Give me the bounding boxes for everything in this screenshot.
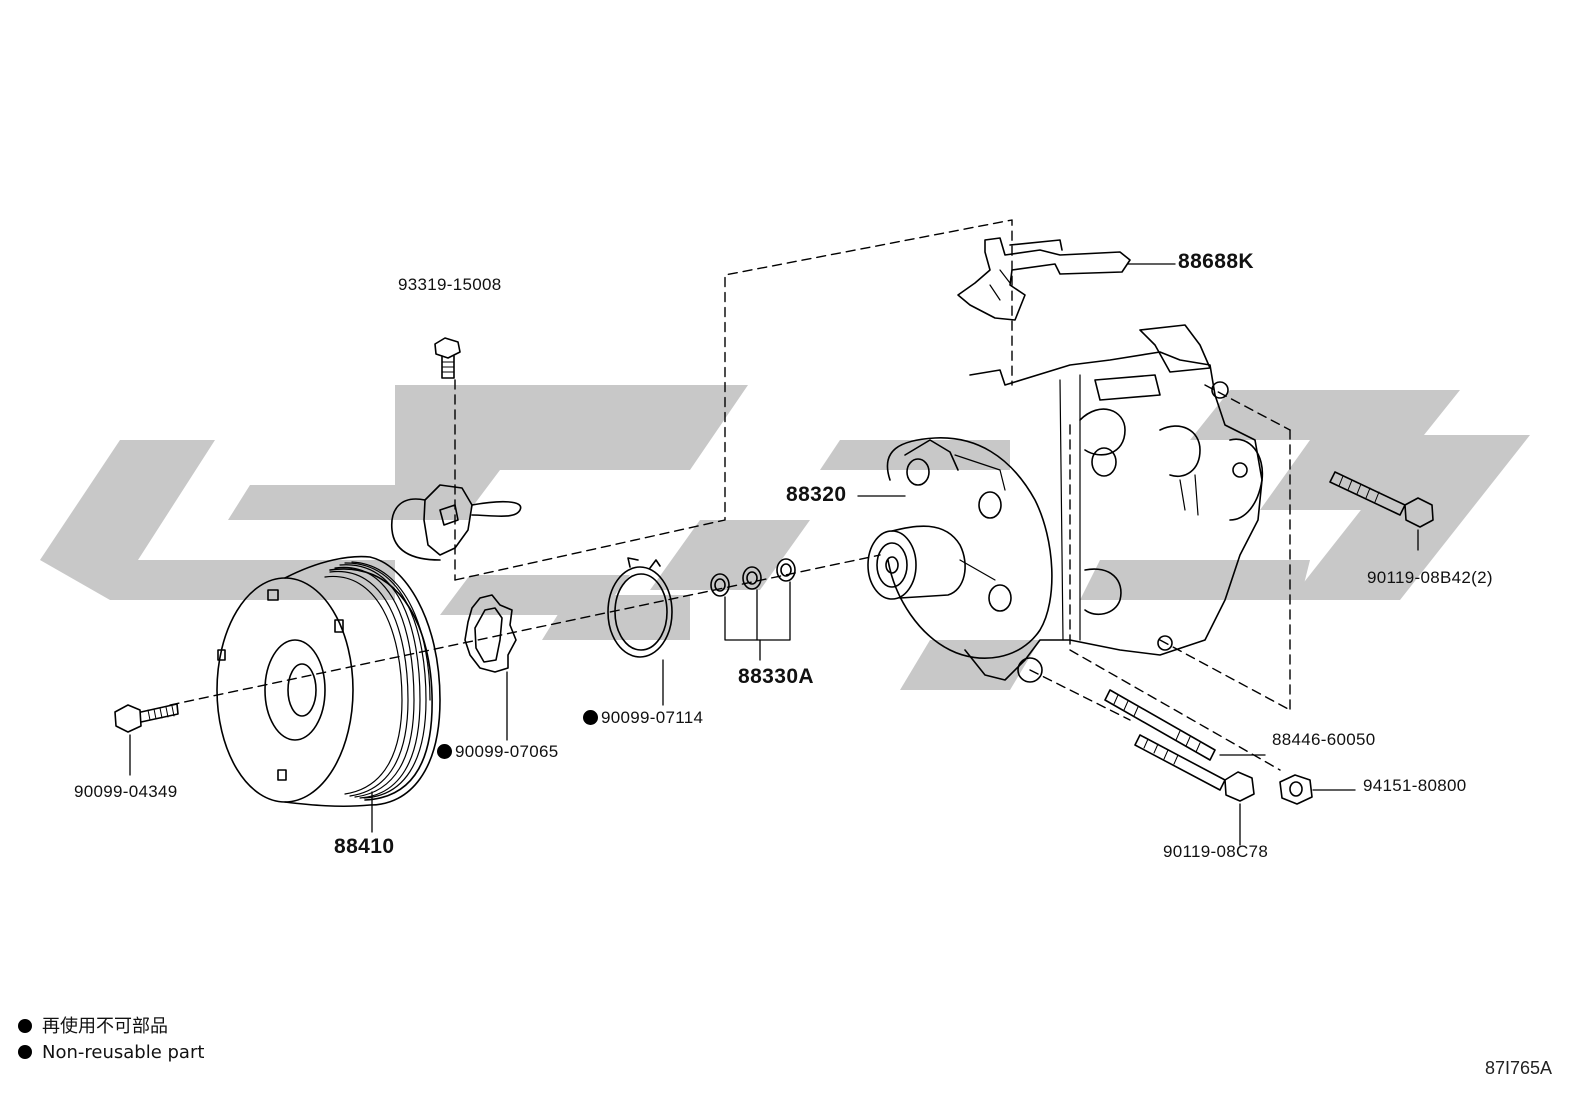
- part-label-lower-bolt[interactable]: 90119-08C78: [1163, 842, 1269, 861]
- part-label-nut[interactable]: 94151-80800: [1363, 776, 1467, 795]
- legend-en: Non-reusable part: [18, 1042, 204, 1064]
- legend-dot: [18, 1019, 32, 1033]
- part-label-upper-bolt[interactable]: 90119-08B42(2): [1367, 568, 1493, 587]
- part-label-stud[interactable]: 88446-60050: [1272, 730, 1376, 749]
- leader-lines: [129, 263, 1176, 833]
- coil-screw-drawing: [434, 337, 461, 379]
- part-label-compressor[interactable]: 88320: [786, 483, 847, 506]
- part-label-pulley-bolt[interactable]: 90099-04349: [74, 782, 178, 801]
- lower-bolt-drawing: [1134, 734, 1255, 846]
- pulley-bolt-drawing: [114, 703, 179, 733]
- diagram-code: 87I765A: [1484, 1058, 1552, 1078]
- bracket-drawing: [957, 237, 1131, 321]
- snap-ring-clutch-drawing: [464, 594, 517, 673]
- field-coil-connector-drawing: [391, 484, 522, 561]
- compressor-drawing: [867, 324, 1264, 683]
- part-label-snap-ring-shaft[interactable]: 90099-07114: [583, 708, 703, 728]
- shims-drawing: [710, 558, 796, 641]
- legend-cn: 再使用不可部品: [18, 1016, 168, 1038]
- nut-drawing: [1279, 774, 1356, 805]
- part-label-snap-ring-clutch[interactable]: 90099-07065: [437, 742, 559, 762]
- assembly-lines: [169, 219, 1291, 771]
- legend-dot: [18, 1045, 32, 1059]
- clutch-pulley-drawing: [216, 555, 441, 808]
- part-label-shims[interactable]: 88330A: [738, 665, 814, 688]
- part-label-coil-screw[interactable]: 93319-15008: [398, 275, 502, 294]
- snap-ring-shaft-drawing: [607, 557, 673, 658]
- non-reusable-marker: [583, 710, 598, 725]
- stud-drawing: [1104, 689, 1266, 761]
- upper-bolt-drawing: [1329, 471, 1434, 551]
- non-reusable-marker: [437, 744, 452, 759]
- part-label-clutch-pulley[interactable]: 88410: [334, 835, 395, 858]
- part-label-bracket[interactable]: 88688K: [1178, 250, 1254, 273]
